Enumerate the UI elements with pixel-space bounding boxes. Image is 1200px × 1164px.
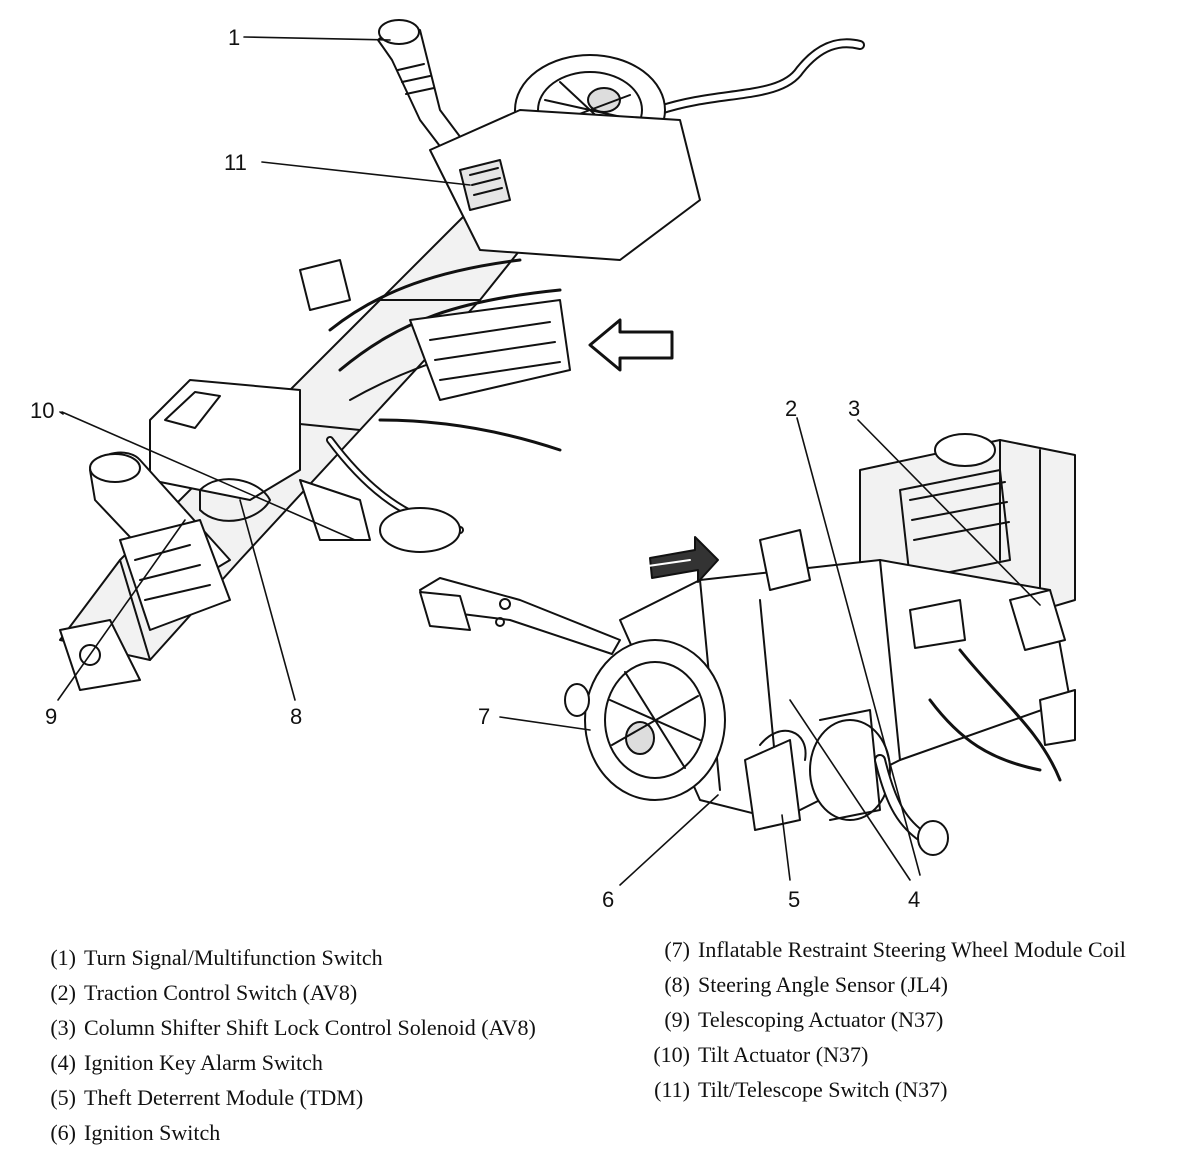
legend-text: Tilt/Telescope Switch (N37): [698, 1077, 948, 1102]
legend-number: (8): [664, 972, 690, 997]
legend-number: (6): [50, 1120, 76, 1145]
steering-column-illustration: [57, 19, 1076, 886]
legend-number: (10): [653, 1042, 690, 1067]
callout-6: 6: [602, 887, 615, 912]
legend-text: Inflatable Restraint Steering Wheel Modu…: [698, 937, 1126, 962]
callout-1: 1: [228, 25, 241, 50]
lower-column-assembly: [419, 433, 1076, 856]
legend-item: (3) Column Shifter Shift Lock Control Sol…: [40, 1010, 536, 1045]
legend-number: (4): [50, 1050, 76, 1075]
direction-arrows: [588, 318, 719, 583]
legend-number: (1): [50, 945, 76, 970]
legend-text: Tilt Actuator (N37): [698, 1042, 869, 1067]
legend-right-column: (7) Inflatable Restraint Steering Wheel M…: [648, 932, 1126, 1107]
leader-lines: [57, 36, 1041, 886]
upper-column-assembly: [59, 19, 865, 691]
legend-number: (3): [50, 1015, 76, 1040]
legend-text: Telescoping Actuator (N37): [698, 1007, 944, 1032]
legend-item: (9) Telescoping Actuator (N37): [648, 1002, 1126, 1037]
callout-2: 2: [785, 396, 798, 421]
legend-item: (1) Turn Signal/Multifunction Switch: [40, 940, 536, 975]
callout-7: 7: [478, 704, 491, 729]
legend-number: (5): [50, 1085, 76, 1110]
arrow-left-icon: [588, 318, 674, 372]
legend-item: (11) Tilt/Telescope Switch (N37): [648, 1072, 1126, 1107]
legend-item: (7) Inflatable Restraint Steering Wheel M…: [648, 932, 1126, 967]
legend-number: (2): [50, 980, 76, 1005]
callout-4: 4: [908, 887, 921, 912]
legend-text: Steering Angle Sensor (JL4): [698, 972, 948, 997]
legend-text: Ignition Key Alarm Switch: [84, 1050, 323, 1075]
legend-text: Turn Signal/Multifunction Switch: [84, 945, 383, 970]
callout-9: 9: [45, 704, 58, 729]
callout-5: 5: [788, 887, 801, 912]
legend-item: (5) Theft Deterrent Module (TDM): [40, 1080, 536, 1115]
callout-3: 3: [848, 396, 861, 421]
legend-text: Theft Deterrent Module (TDM): [84, 1085, 364, 1110]
legend-text: Traction Control Switch (AV8): [84, 980, 358, 1005]
legend-item: (2) Traction Control Switch (AV8): [40, 975, 536, 1010]
legend-item: (8) Steering Angle Sensor (JL4): [648, 967, 1126, 1002]
callout-10: 10: [30, 398, 55, 423]
callout-8: 8: [290, 704, 303, 729]
legend-text: Ignition Switch: [84, 1120, 221, 1145]
legend-number: (9): [664, 1007, 690, 1032]
legend-left-column: (1) Turn Signal/Multifunction Switch (2) T…: [40, 940, 536, 1150]
callout-11: 11: [224, 150, 247, 175]
legend-item: (6) Ignition Switch: [40, 1115, 536, 1150]
arrow-upright-icon: [649, 536, 719, 583]
legend-text: Column Shifter Shift Lock Control Soleno…: [84, 1015, 536, 1040]
legend-number: (7): [664, 937, 690, 962]
legend-item: (10) Tilt Actuator (N37): [648, 1037, 1126, 1072]
legend-number: (11): [654, 1077, 690, 1102]
legend-item: (4) Ignition Key Alarm Switch: [40, 1045, 536, 1080]
